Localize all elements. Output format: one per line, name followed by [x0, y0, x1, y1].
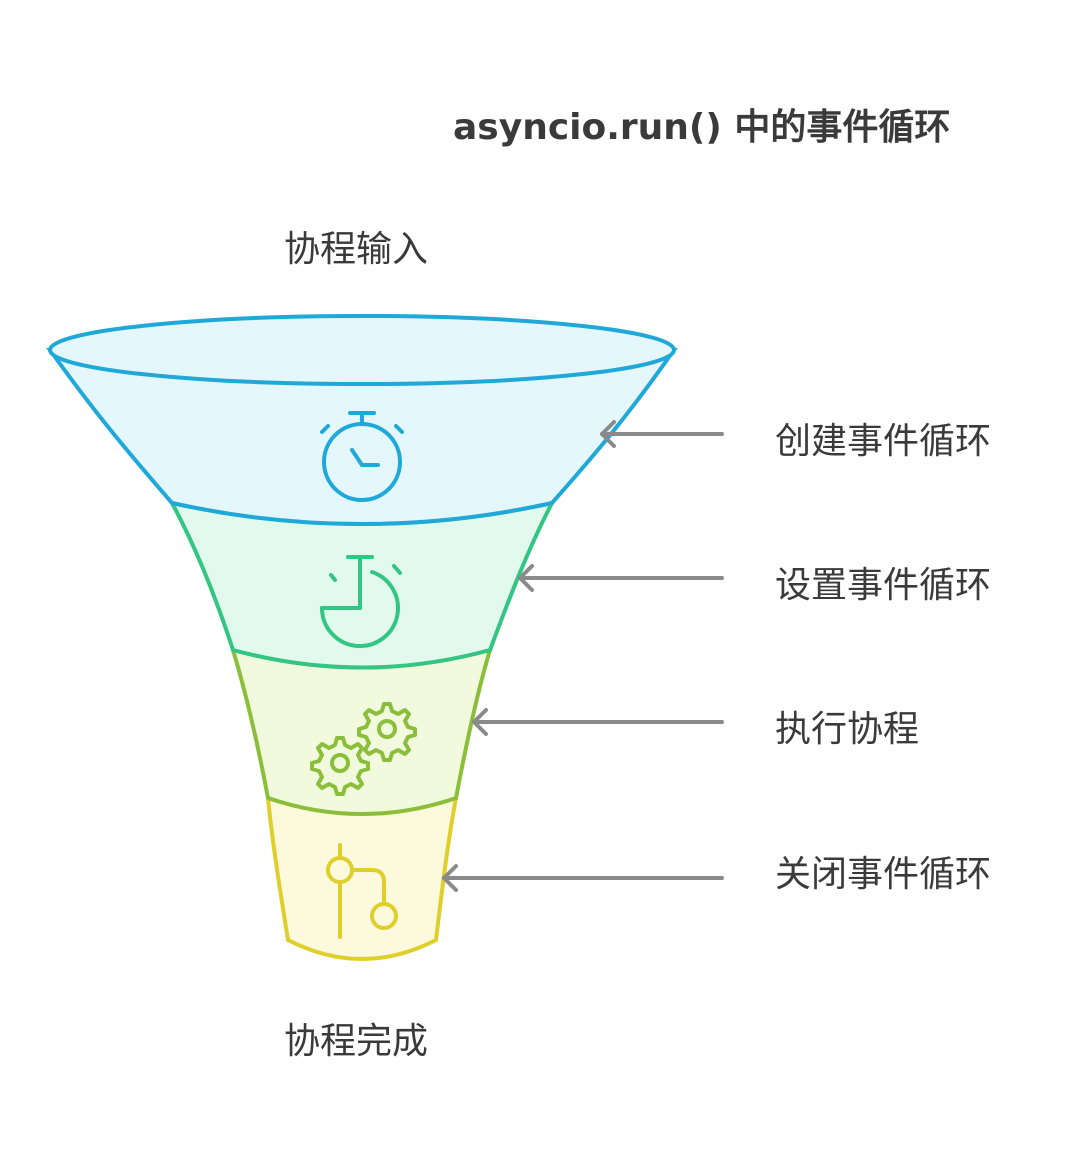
funnel-stage-run-coroutine	[230, 647, 493, 816]
arrow-run-coroutine	[472, 708, 724, 736]
stage-label-run-coroutine: 执行协程	[775, 709, 920, 750]
arrow-close-loop	[442, 864, 724, 892]
arrow-set-loop	[518, 564, 724, 592]
stage-label-close-loop: 关闭事件循环	[775, 854, 992, 895]
arrow-create-loop	[600, 420, 724, 448]
stopwatch-icon	[320, 411, 404, 502]
funnel-rim	[48, 314, 676, 386]
funnel-input-label: 协程输入	[284, 229, 429, 270]
branch-icon	[326, 843, 398, 939]
funnel-stage-close-loop	[265, 795, 459, 961]
diagram-title: asyncio.run() 中的事件循环	[453, 107, 951, 148]
gears-icon	[310, 702, 417, 796]
stage-label-set-loop: 设置事件循环	[775, 565, 992, 606]
funnel-output-label: 协程完成	[284, 1021, 429, 1062]
timer-icon	[320, 555, 402, 649]
stage-label-create-loop: 创建事件循环	[775, 421, 992, 462]
